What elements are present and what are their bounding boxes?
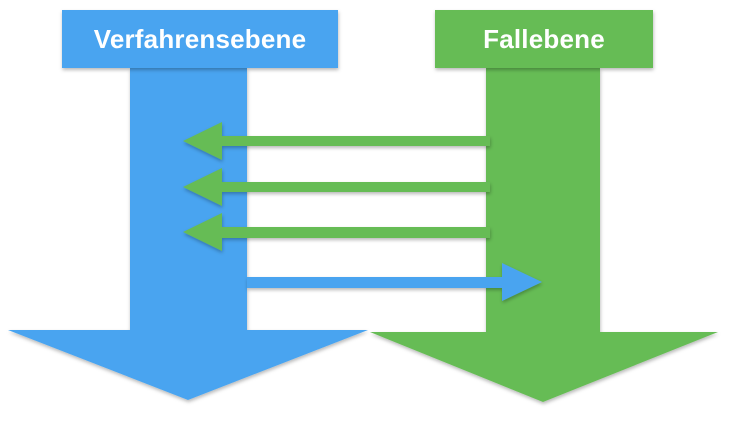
cross-arrow-right-1 [247, 263, 542, 301]
fallebene-header-band [435, 10, 653, 68]
cross-arrow-left-2 [183, 168, 490, 206]
cross-arrow-left-3 [183, 213, 490, 251]
cross-arrow-left-1 [183, 122, 490, 160]
fallebene-down-arrow-body [370, 68, 718, 402]
verfahrensebene-header-band [62, 10, 338, 68]
